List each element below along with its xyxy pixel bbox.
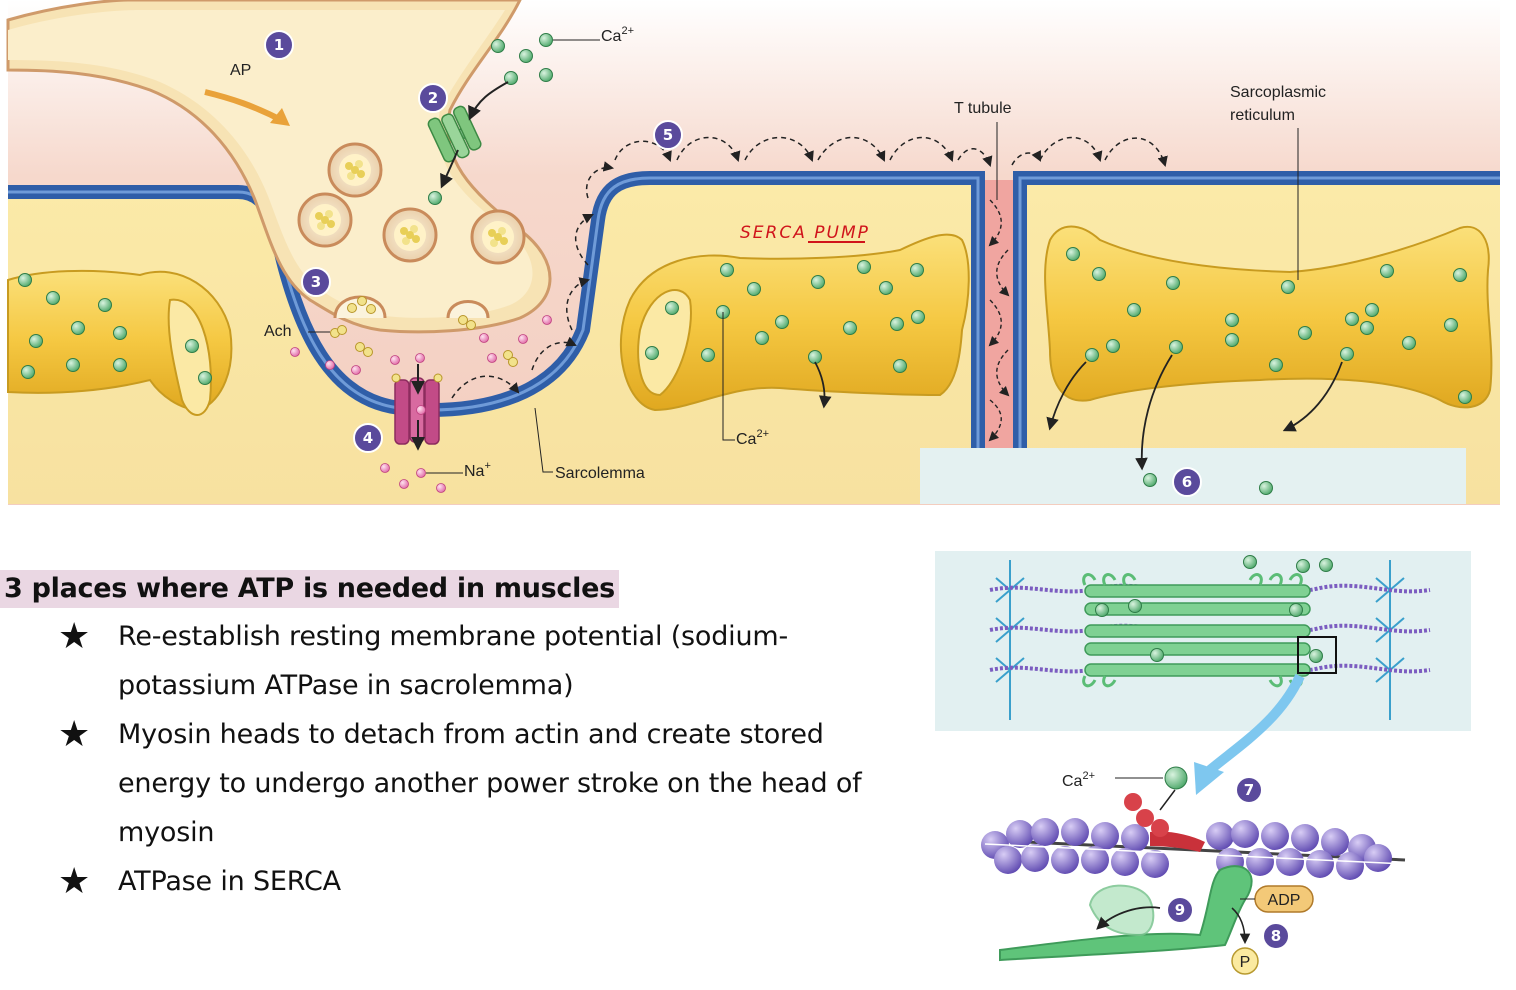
ca-sr-label-text: Ca [736, 431, 757, 448]
ca-bottom-label: Ca2+ [1062, 770, 1095, 790]
step-badge-4-text: 4 [363, 429, 373, 447]
step-badge-3: 3 [301, 267, 331, 297]
sarcoplasmic-reticulum-right [1044, 225, 1493, 409]
na-label: Na+ [464, 460, 491, 480]
note-text-1: Re-establish resting membrane potential … [118, 621, 789, 701]
ca-sr-label: Ca2+ [736, 428, 769, 448]
step-badge-4: 4 [353, 423, 383, 453]
step-badge-2-text: 2 [428, 89, 438, 107]
na-label-text: Na [464, 463, 485, 480]
step-badge-5: 5 [653, 120, 683, 150]
ca-bottom-label-sup: 2+ [1082, 770, 1095, 782]
actin-myosin-closeup: Ca2+ ADP P 7 8 9 [981, 766, 1406, 975]
step-badge-8: 8 [1262, 922, 1290, 950]
sarcomere-diagram [935, 551, 1471, 795]
ca-top-label-sup: 2+ [621, 25, 634, 37]
t-tubule-label: T tubule [954, 100, 1012, 117]
step-badge-6-text: 6 [1182, 473, 1192, 491]
na-label-sup: + [484, 460, 490, 472]
ca-sr-label-sup: 2+ [756, 428, 769, 440]
acetylcholine-molecules [330, 325, 518, 367]
list-item: ★ Myosin heads to detach from actin and … [0, 710, 900, 857]
notes-list: ★ Re-establish resting membrane potentia… [0, 612, 900, 906]
step-badge-9-text: 9 [1175, 901, 1185, 919]
phosphate-circle [1231, 947, 1259, 975]
list-item: ★ ATPase in SERCA [0, 857, 900, 906]
sarcomere-panel [935, 551, 1471, 731]
note-text-2: Myosin heads to detach from actin and cr… [118, 719, 862, 848]
top-diagram: AP Ca2+ Ach [6, 0, 1500, 505]
step-badge-6: 6 [1172, 467, 1202, 497]
step-badge-7-text: 7 [1244, 781, 1254, 799]
sr-label-line2: reticulum [1230, 107, 1295, 124]
step-badge-3-text: 3 [311, 273, 321, 291]
voltage-gated-calcium-channel [427, 105, 482, 163]
step-badge-7: 7 [1235, 776, 1263, 804]
list-item: ★ Re-establish resting membrane potentia… [0, 612, 900, 710]
serca-pump-handwritten: SERCA PUMP [740, 223, 870, 243]
sarcoplasmic-reticulum-middle [619, 233, 970, 412]
ach-label: Ach [264, 323, 292, 340]
step-badge-2: 2 [418, 83, 448, 113]
black-star-icon: ★ [58, 616, 91, 657]
synaptic-vesicles [297, 142, 526, 330]
notes-title: 3 places where ATP is needed in muscles [0, 570, 619, 608]
black-star-icon: ★ [58, 861, 91, 902]
step-badge-1-text: 1 [274, 36, 284, 54]
p-label: P [1240, 954, 1251, 971]
sarcolemma-label: Sarcolemma [555, 465, 645, 482]
black-star-icon: ★ [58, 714, 91, 755]
step-badge-1: 1 [264, 30, 294, 60]
step-badge-5-text: 5 [663, 126, 673, 144]
atp-notes: 3 places where ATP is needed in muscles … [0, 570, 900, 906]
note-text-3: ATPase in SERCA [118, 866, 341, 897]
ca-top-label-text: Ca [601, 28, 622, 45]
sr-label-line1: Sarcoplasmic [1230, 84, 1326, 101]
ca-bottom-label-text: Ca [1062, 773, 1083, 790]
step-badge-9: 9 [1166, 896, 1194, 924]
ap-propagation-arrows [451, 136, 1168, 399]
adp-label: ADP [1268, 892, 1301, 909]
zoom-box [1297, 636, 1337, 674]
step-badge-8-text: 8 [1271, 927, 1281, 945]
ap-label: AP [230, 62, 251, 79]
ca-top-label: Ca2+ [601, 25, 634, 45]
